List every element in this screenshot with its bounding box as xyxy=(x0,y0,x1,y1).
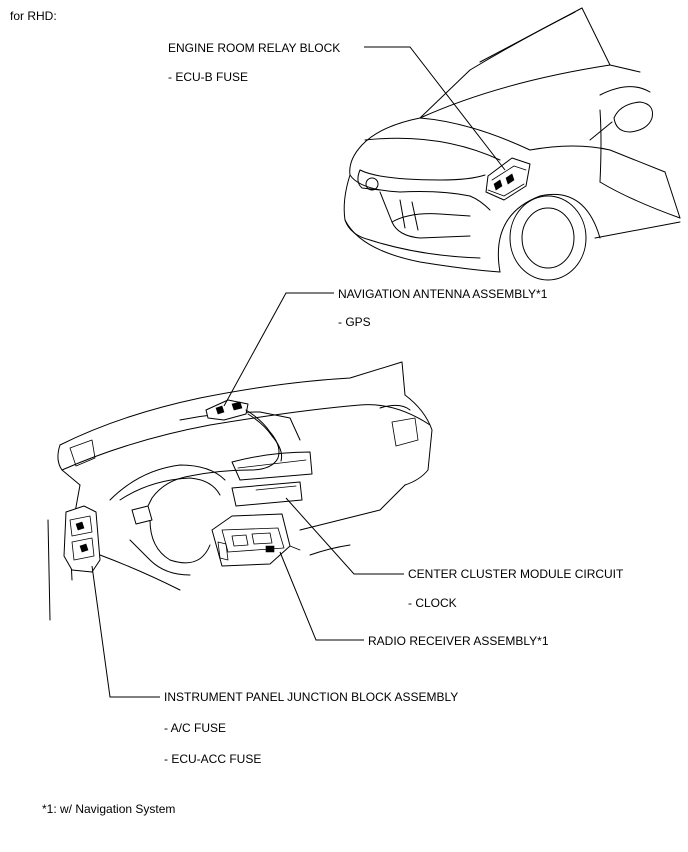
dashboard-illustration xyxy=(47,361,433,621)
ac-fuse-label: - A/C FUSE xyxy=(164,721,227,735)
ecu-acc-fuse-label: - ECU-ACC FUSE xyxy=(164,752,262,766)
navigation-antenna-assembly-label: NAVIGATION ANTENNA ASSEMBLY*1 xyxy=(338,287,548,301)
leader-lines xyxy=(91,46,506,698)
footnote: *1: w/ Navigation System xyxy=(42,802,176,816)
car-illustration xyxy=(343,7,681,281)
engine-room-relay-block-label: ENGINE ROOM RELAY BLOCK xyxy=(168,41,341,55)
radio-receiver-assembly-label: RADIO RECEIVER ASSEMBLY*1 xyxy=(368,634,549,648)
ecu-b-fuse-label: - ECU-B FUSE xyxy=(168,70,249,84)
variant-label: for RHD: xyxy=(10,9,57,23)
center-cluster-module-circuit-label: CENTER CLUSTER MODULE CIRCUIT xyxy=(408,567,624,581)
instrument-panel-junction-block-label: INSTRUMENT PANEL JUNCTION BLOCK ASSEMBLY xyxy=(164,690,459,704)
clock-label: - CLOCK xyxy=(408,596,457,610)
gps-label: - GPS xyxy=(338,315,371,329)
